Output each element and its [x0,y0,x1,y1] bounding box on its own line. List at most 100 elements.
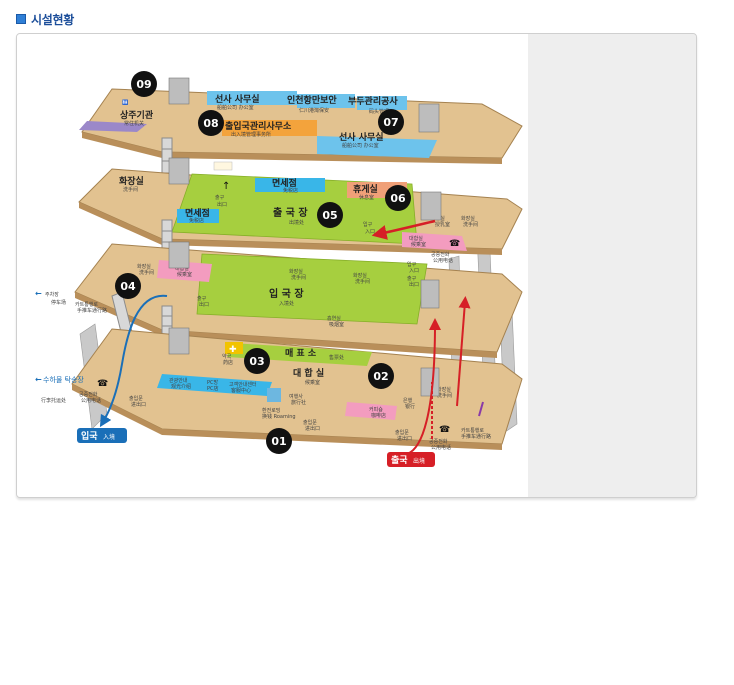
f4-room-ship-office-2 [317,136,437,158]
f1-pharmacy [225,342,243,354]
f1-label-customer-center: 고객안내센터 [229,381,257,388]
marker-07[interactable]: 07 [378,109,404,135]
sub-baggage: 行李托运处 [41,397,66,404]
f3-waiting-room [402,232,467,251]
f1-sub-door-center: 进出口 [305,425,320,432]
f1-sub-bank: 银行 [405,403,415,410]
square-bullet-icon [16,14,26,24]
f1-label-payphone-left: 공중전화 [79,391,98,398]
outside-labels: ← 주차장 停车场 카트통행로 手推车通行路 ← 수하물 탁송장 行李托运处 [35,289,107,404]
f3-sub-waiting-room: 候乘室 [411,241,426,248]
f3-phone-icon: ☎ [449,239,460,249]
departure-badge-label: 출국 [391,454,408,466]
f2-sub-restroom: 洗手间 [291,274,306,281]
f3-label-waiting-room: 대합실 [409,235,423,242]
floor-2: 입 국 장 入境处 화장실 洗手间 화장실 洗手间 대합실 候乘室 출구 出口 … [74,241,523,358]
f2-label-entrance: 입구 [407,261,417,268]
f2-arrival-hall [196,253,428,325]
f4-label-port-security: 인천항만보안 [287,94,337,106]
f2-elevator-icon [168,241,190,269]
f4-sub-port-security: 仁川港灣保安 [299,107,329,114]
f1-phone-icon: ☎ [97,379,108,389]
f1-label-door-left: 출입문 [129,395,143,402]
f3-sub-duty-free-1: 免税店 [283,187,298,194]
f1-label-bank: 은행 [403,397,413,404]
f3-kiosk [213,161,233,171]
f3-label-payphone: 공중전화 [431,251,450,258]
floor-4: 선사 사무실 船舶公司 办公室 인천항만보안 仁川港灣保安 부두관리공사 码头管… [79,77,523,164]
f3-sub-exit: 出口 [217,201,227,208]
f3-label-restroom: 화장실 [119,175,144,187]
f3-label-lounge: 휴게실 [353,183,378,195]
f2-sub-entrance: 入口 [409,268,419,274]
f2-elevator-2-icon [420,279,440,309]
f1-sub-payphone-left: 公用电话 [81,397,101,404]
marker-03[interactable]: 03 [244,348,270,374]
label-baggage: 수하물 탁송장 [43,375,84,384]
arrival-route [99,294,168,428]
f2-label-waiting-room: 대합실 [175,265,189,272]
f1-label-waiting-hall: 대 합 실 [293,367,324,379]
f3-label-entrance: 입구 [363,221,373,228]
marker-06[interactable]: 06 [385,185,411,211]
f3-sub-entrance: 入口 [365,229,375,235]
f2-label-arrival-hall: 입 국 장 [269,287,304,300]
marker-03-label: 03 [249,355,264,368]
f4-restroom-icon: 🚻 [122,99,128,106]
f4-label-ship-office-2: 선사 사무실 [339,131,384,143]
f2-label-exit: 출구 [197,295,207,302]
f4-room-port-security [297,94,355,108]
f3-label-duty-free-2: 면세점 [185,207,210,219]
f2-sub-exit-2: 出口 [409,281,419,288]
f2-sub-exit: 出口 [199,301,209,308]
f1-label-currency-roaming: 환전로밍 [262,407,280,414]
f1-sub-coffee-shop: 咖啡店 [371,412,386,419]
f3-elevator-2-icon [420,191,442,221]
f1-sub-travel-agency: 旅行社 [291,399,306,406]
f1-elevator-2-icon [420,367,440,397]
label-cart-path-outside: 카트통행로 [75,301,98,308]
f1-sub-cart-path: 手推车通行路 [461,433,491,440]
f4-sub-resident-agency: 常住机关 [124,120,144,127]
marker-08[interactable]: 08 [198,110,224,136]
cart-route-arrow [478,401,484,417]
f1-label-cart-path: 카트통행로 [461,427,484,434]
marker-02[interactable]: 02 [368,363,394,389]
marker-04[interactable]: 04 [115,273,141,299]
floor-1: 매 표 소 售票处 대 합 실 候乘室 ✚ 약국 药店 관광안내 观光介绍 PC… [71,327,523,451]
marker-09[interactable]: 09 [131,71,157,97]
f1-sub-waiting-hall: 候乘室 [305,379,320,386]
f3-sub-lounge: 休息室 [359,194,374,201]
baggage-arrow-icon: ← [35,375,42,384]
f4-room-ship-office [207,91,297,105]
f3-sub-restroom-2: 洗手间 [463,221,478,228]
f1-label-tourist-info: 관광안내 [169,377,188,384]
marker-05[interactable]: 05 [317,202,343,228]
f2-label-restroom-3: 화장실 [137,263,151,270]
f1-label-ticket-office: 매 표 소 [285,347,317,359]
f2-label-restroom-2: 화장실 [353,272,367,279]
f3-sub-restroom: 洗手间 [123,186,138,193]
f4-room-resident-agency [79,121,147,132]
sub-parking: 停车场 [51,299,66,306]
marker-07-label: 07 [383,116,398,129]
f1-label-payphone-right: 공중전화 [429,438,448,445]
f4-sub-ship-office-2: 船舶公司 办公室 [342,142,379,149]
marker-06-label: 06 [390,192,406,205]
marker-01-label: 01 [271,435,286,448]
departure-badge: 출국 出境 [387,452,435,467]
f4-room-immigration-office [222,120,317,136]
f4-room-dock-management [357,96,407,110]
departure-route-f1 [406,318,441,455]
marker-04-label: 04 [120,280,136,293]
f3-sub-payphone: 公用电话 [433,257,453,264]
marker-01[interactable]: 01 [266,428,292,454]
f1-sub-tourist-info: 观光介绍 [171,383,191,390]
f3-up-arrow-icon: ↑ [222,181,230,192]
f3-label-duty-free-1: 면세점 [272,177,297,189]
departure-badge-sub: 出境 [413,457,425,465]
f1-label-door-center: 출입문 [303,419,317,426]
f1-label-door-right: 출입문 [395,429,409,436]
f1-plus-icon: ✚ [229,345,237,355]
f4-sub-dock-management: 码头管理 [369,108,389,115]
